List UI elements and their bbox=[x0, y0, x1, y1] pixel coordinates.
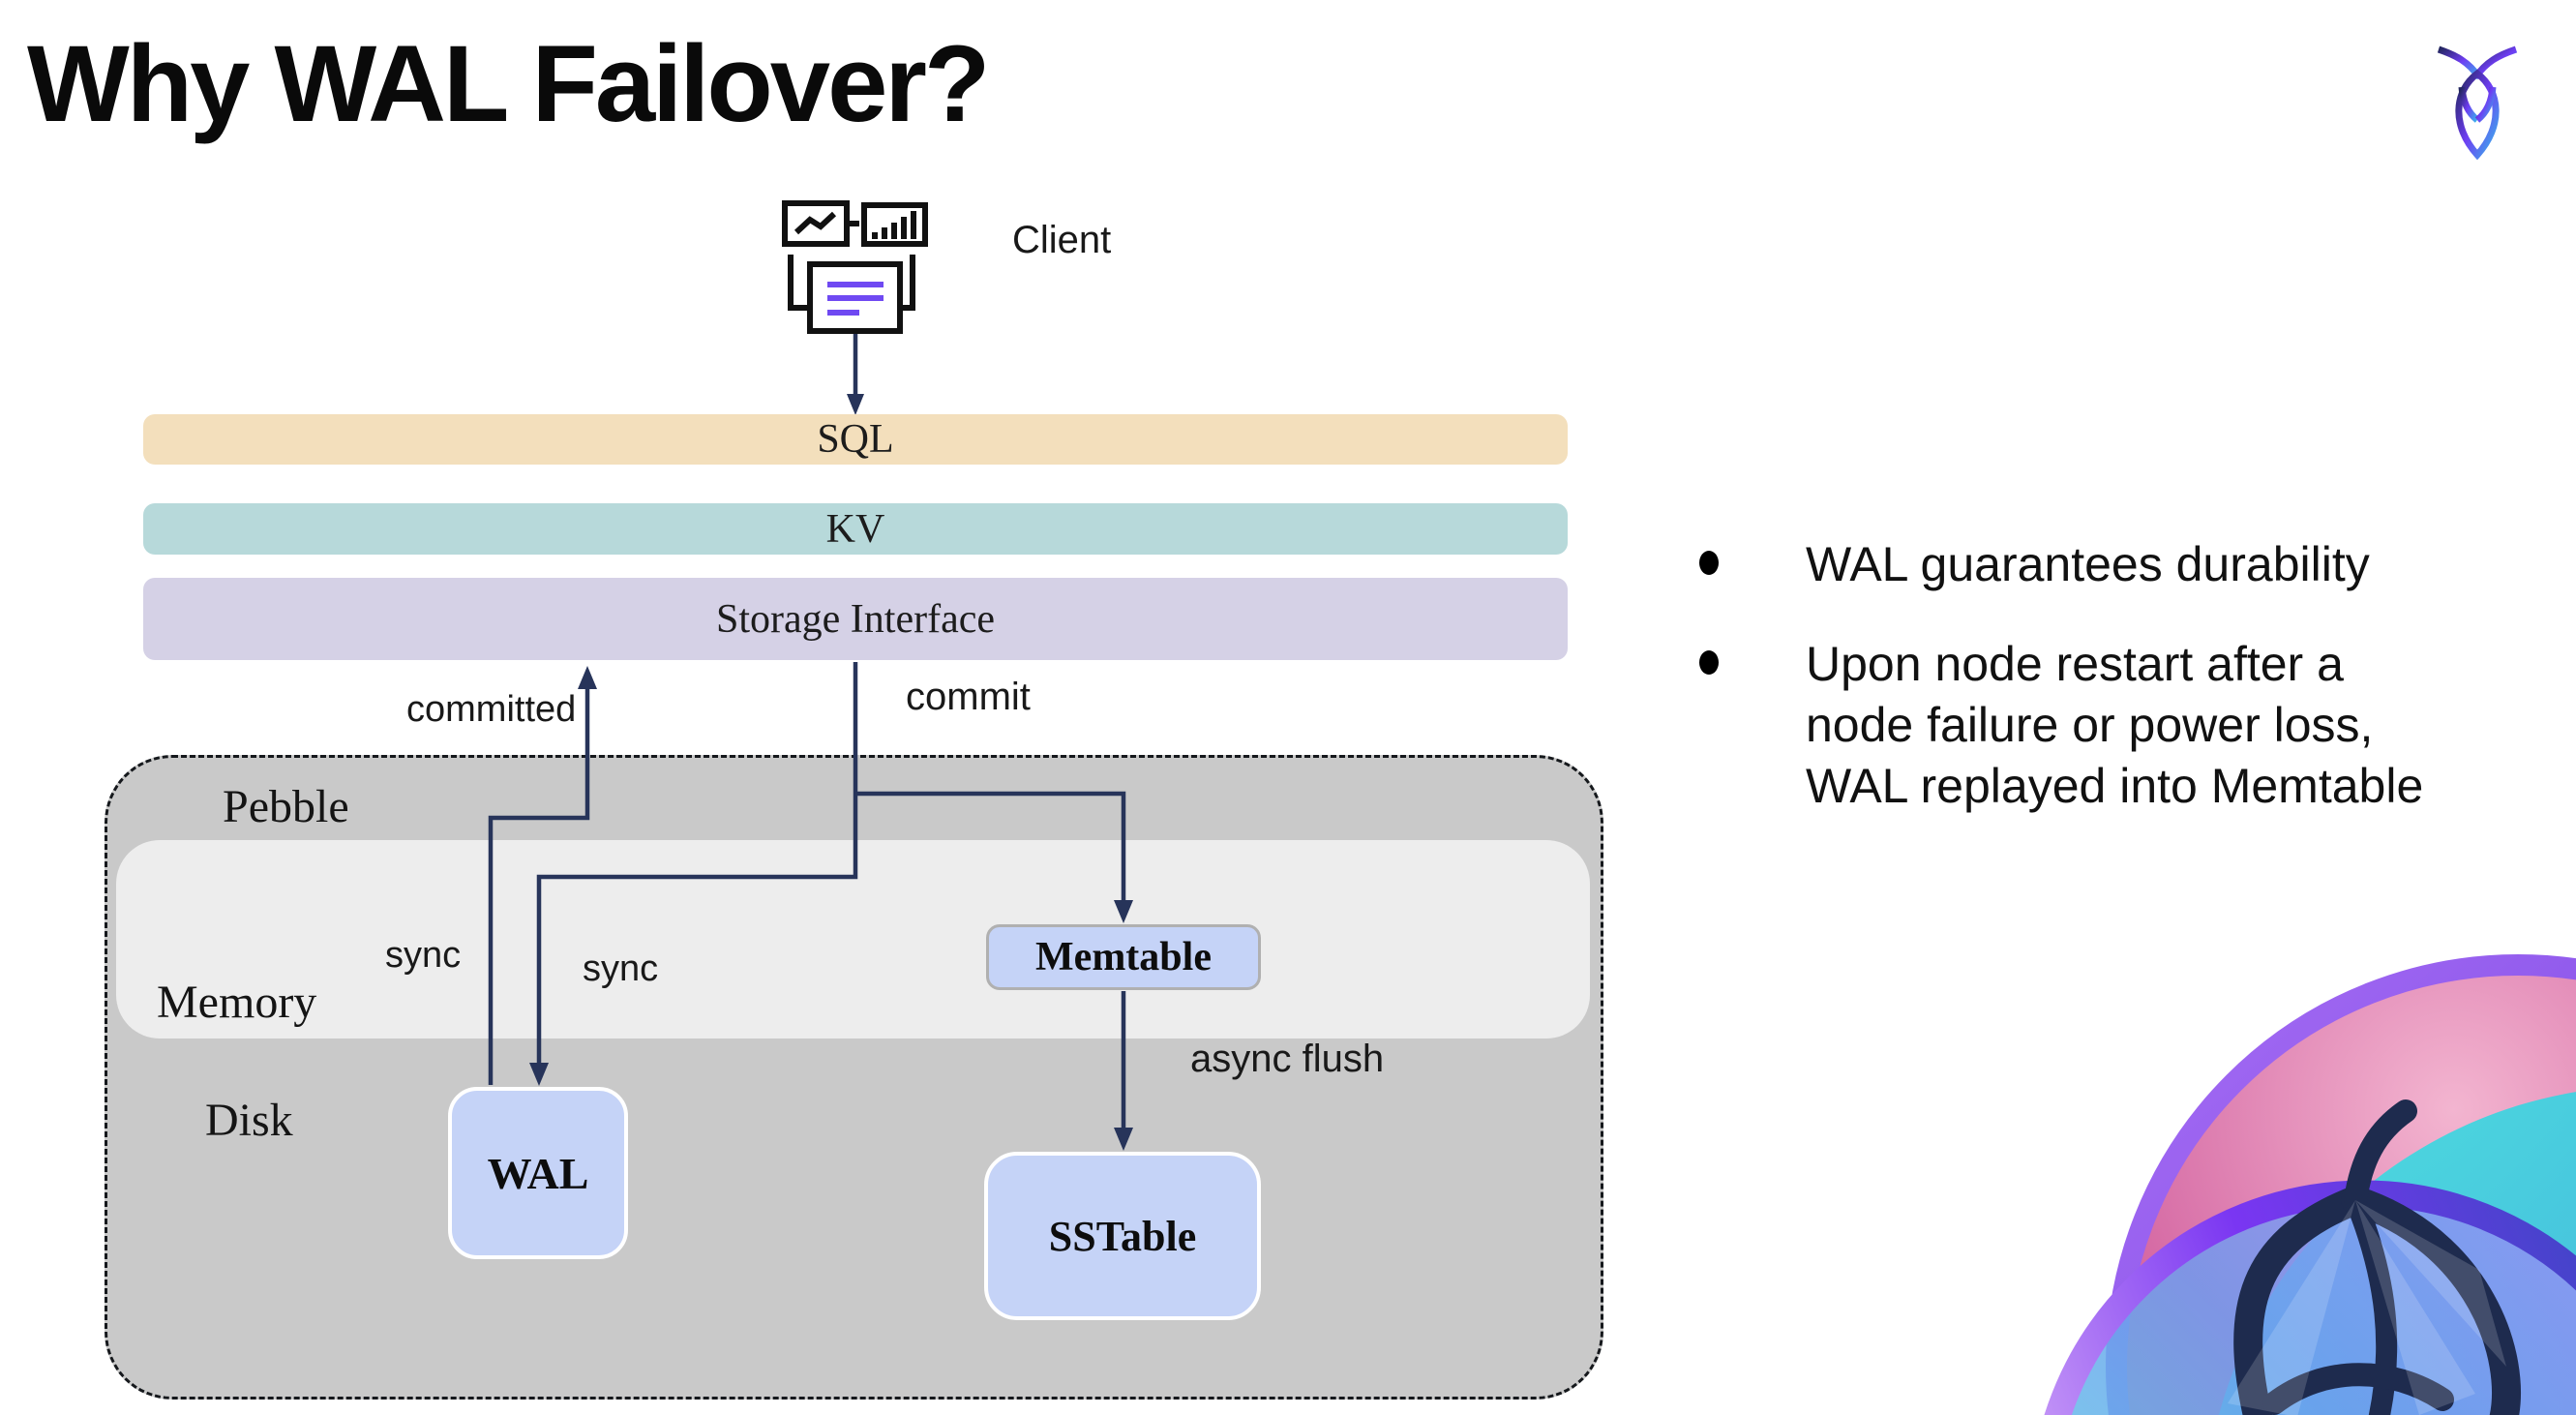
wal-node: WAL bbox=[448, 1087, 628, 1259]
sql-layer-label: SQL bbox=[817, 417, 894, 462]
sync-right-edge-label: sync bbox=[583, 948, 659, 989]
list-item: Upon node restart after a node failure o… bbox=[1699, 634, 2435, 817]
sstable-node-label: SSTable bbox=[1048, 1212, 1197, 1260]
committed-edge-label: committed bbox=[406, 689, 577, 730]
bullet-text: WAL guarantees durability bbox=[1806, 537, 2370, 591]
bullet-text: Upon node restart after a node failure o… bbox=[1806, 637, 2424, 813]
page-title: Why WAL Failover? bbox=[27, 23, 990, 144]
line-chart-icon bbox=[782, 200, 850, 247]
memtable-node-label: Memtable bbox=[1035, 935, 1212, 979]
bullet-list: WAL guarantees durability Upon node rest… bbox=[1699, 534, 2435, 817]
leaf-highlights bbox=[2228, 1200, 2506, 1415]
disk-label: Disk bbox=[205, 1095, 293, 1146]
async-flush-edge-label: async flush bbox=[1190, 1038, 1385, 1080]
sql-layer-bar: SQL bbox=[143, 414, 1568, 465]
sstable-node: SSTable bbox=[984, 1152, 1261, 1320]
memtable-node: Memtable bbox=[986, 924, 1261, 990]
navy-leaf bbox=[2233, 1099, 2521, 1415]
cockroach-artwork-icon bbox=[1937, 950, 2576, 1415]
cockroachdb-logo-icon bbox=[2429, 43, 2526, 161]
commit-to-memtable-arrow bbox=[855, 791, 1126, 914]
bullet-dot-icon bbox=[1699, 551, 1719, 575]
document-icon bbox=[807, 261, 903, 334]
memory-band bbox=[116, 840, 1590, 1039]
client-icon bbox=[774, 194, 929, 339]
list-item: WAL guarantees durability bbox=[1699, 534, 2435, 595]
memory-label: Memory bbox=[157, 977, 317, 1028]
bullet-dot-icon bbox=[1699, 650, 1719, 675]
sync-left-edge-label: sync bbox=[385, 935, 462, 976]
storage-layer-label: Storage Interface bbox=[716, 596, 995, 642]
kv-layer-bar: KV bbox=[143, 503, 1568, 555]
bar-chart-icon bbox=[861, 202, 928, 247]
arrowheads bbox=[529, 394, 1133, 1151]
kv-layer-label: KV bbox=[825, 506, 885, 552]
wal-node-label: WAL bbox=[487, 1148, 589, 1198]
committed-arrow bbox=[488, 677, 590, 1085]
pebble-label: Pebble bbox=[223, 781, 349, 832]
client-label: Client bbox=[1012, 219, 1112, 261]
commit-to-wal-arrow bbox=[536, 662, 858, 1076]
commit-edge-label: commit bbox=[906, 676, 1031, 718]
storage-layer-bar: Storage Interface bbox=[143, 578, 1568, 660]
